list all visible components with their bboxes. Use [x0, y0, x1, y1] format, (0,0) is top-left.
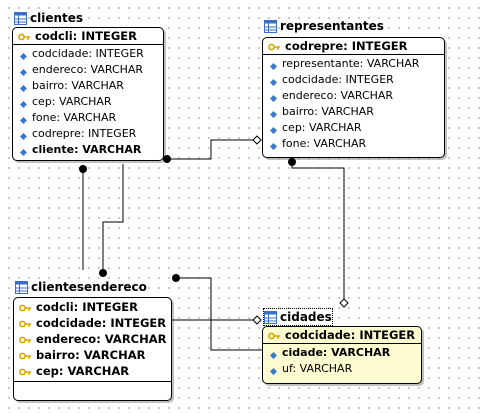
column-text: codcidade: INTEGER	[36, 316, 167, 330]
entity-representantes[interactable]: representantes codrepre: INTEGER represe…	[262, 18, 445, 158]
rel-clientesendereco-cidades-b[interactable]	[176, 277, 262, 351]
column-icon	[20, 98, 27, 108]
table-icon	[15, 280, 28, 294]
one-end-diamond	[252, 315, 262, 325]
key-icon	[19, 302, 32, 312]
column-text: endereco: VARCHAR	[282, 88, 394, 102]
pk-column[interactable]: codcidade: INTEGER	[14, 315, 171, 331]
column-icon	[20, 82, 27, 92]
column-icon	[20, 66, 27, 76]
entity-name: representantes	[280, 19, 384, 33]
entity-name: clientes	[30, 11, 84, 25]
column-row[interactable]: codcidade: INTEGER	[13, 45, 163, 61]
column-row[interactable]: uf: VARCHAR	[263, 360, 421, 376]
column-text: codcidade: INTEGER	[32, 46, 144, 60]
column-text: cliente: VARCHAR	[32, 142, 142, 156]
pk-column[interactable]: codcli: INTEGER	[13, 28, 163, 44]
column-text: codcli: INTEGER	[35, 29, 138, 43]
column-row[interactable]: cep: VARCHAR	[13, 93, 163, 109]
column-row[interactable]: bairro: VARCHAR	[263, 103, 444, 119]
column-text: cep: VARCHAR	[36, 364, 130, 378]
pk-column[interactable]: codcli: INTEGER	[14, 299, 171, 315]
column-row[interactable]: bairro: VARCHAR	[13, 77, 163, 93]
column-text: cidade: VARCHAR	[282, 345, 391, 359]
column-row[interactable]: endereco: VARCHAR	[263, 87, 444, 103]
column-icon	[270, 365, 277, 375]
pk-column[interactable]: bairro: VARCHAR	[14, 347, 171, 363]
entity-title: representantes	[264, 18, 384, 34]
column-row[interactable]: representante: VARCHAR	[263, 55, 444, 71]
column-text: codrepre: INTEGER	[285, 39, 408, 53]
column-text: cep: VARCHAR	[32, 94, 112, 108]
key-icon	[18, 31, 31, 41]
column-text: uf: VARCHAR	[282, 361, 353, 375]
key-icon	[19, 334, 32, 344]
column-row[interactable]: cep: VARCHAR	[263, 119, 444, 135]
column-row[interactable]: codcidade: INTEGER	[263, 71, 444, 87]
key-icon	[268, 41, 281, 51]
table-icon	[14, 11, 27, 25]
pk-column[interactable]: endereco: VARCHAR	[14, 331, 171, 347]
column-text: codcidade: INTEGER	[285, 328, 416, 342]
column-row[interactable]: endereco: VARCHAR	[13, 61, 163, 77]
key-icon	[19, 366, 32, 376]
column-text: endereco: VARCHAR	[36, 332, 167, 346]
rel-representantes-cidades[interactable]	[291, 162, 345, 299]
many-end-dot	[288, 158, 296, 166]
column-text: endereco: VARCHAR	[32, 62, 144, 76]
column-icon	[270, 76, 277, 86]
entity-name: cidades	[280, 310, 332, 324]
key-icon	[19, 350, 32, 360]
column-text: fone: VARCHAR	[32, 110, 117, 124]
column-row[interactable]: fone: VARCHAR	[263, 135, 444, 151]
entity-name: clientesendereco	[31, 280, 147, 294]
column-text: bairro: VARCHAR	[32, 78, 124, 92]
many-end-dot	[99, 269, 107, 277]
column-text: representante: VARCHAR	[282, 56, 420, 70]
entity-title: clientesendereco	[15, 279, 147, 295]
many-end-dot	[79, 165, 87, 173]
entity-clientes[interactable]: clientes codcli: INTEGER codcidade: INTE…	[12, 10, 164, 161]
entity-title: cidades	[263, 308, 333, 326]
rel-clientes-representantes[interactable]	[167, 139, 257, 160]
key-icon	[268, 330, 281, 340]
table-icon	[264, 19, 277, 33]
pk-column[interactable]: codrepre: INTEGER	[263, 38, 444, 54]
column-text: bairro: VARCHAR	[282, 104, 374, 118]
column-icon	[20, 146, 27, 156]
entity-clientesendereco[interactable]: clientesendereco codcli: INTEGER codcida…	[13, 279, 172, 401]
many-end-dot	[163, 155, 171, 163]
column-text: codcli: INTEGER	[36, 300, 139, 314]
column-icon	[270, 92, 277, 102]
one-end-diamond	[339, 298, 349, 308]
column-row[interactable]: cliente: VARCHAR	[13, 141, 163, 157]
column-icon	[270, 140, 277, 150]
column-icon	[20, 50, 27, 60]
column-row[interactable]: codrepre: INTEGER	[13, 125, 163, 141]
column-icon	[270, 60, 277, 70]
column-row[interactable]: cidade: VARCHAR	[263, 344, 421, 360]
key-icon	[19, 318, 32, 328]
rel-clientes-clientesendereco-a[interactable]	[102, 164, 124, 273]
column-text: cep: VARCHAR	[282, 120, 362, 134]
one-end-diamond	[252, 135, 262, 145]
column-icon	[270, 349, 277, 359]
column-icon	[270, 124, 277, 134]
column-icon	[20, 130, 27, 140]
column-text: bairro: VARCHAR	[36, 348, 146, 362]
column-icon	[270, 108, 277, 118]
entity-title: clientes	[14, 10, 83, 26]
entity-cidades[interactable]: cidades codcidade: INTEGER cidade: VARCH…	[262, 308, 422, 385]
many-end-dot	[172, 274, 180, 282]
pk-column[interactable]: codcidade: INTEGER	[263, 327, 421, 343]
column-text: fone: VARCHAR	[282, 136, 367, 150]
table-icon	[264, 310, 277, 324]
column-row[interactable]: fone: VARCHAR	[13, 109, 163, 125]
column-text: codrepre: INTEGER	[32, 126, 137, 140]
column-text: codcidade: INTEGER	[282, 72, 394, 86]
pk-column[interactable]: cep: VARCHAR	[14, 363, 171, 379]
column-icon	[20, 114, 27, 124]
